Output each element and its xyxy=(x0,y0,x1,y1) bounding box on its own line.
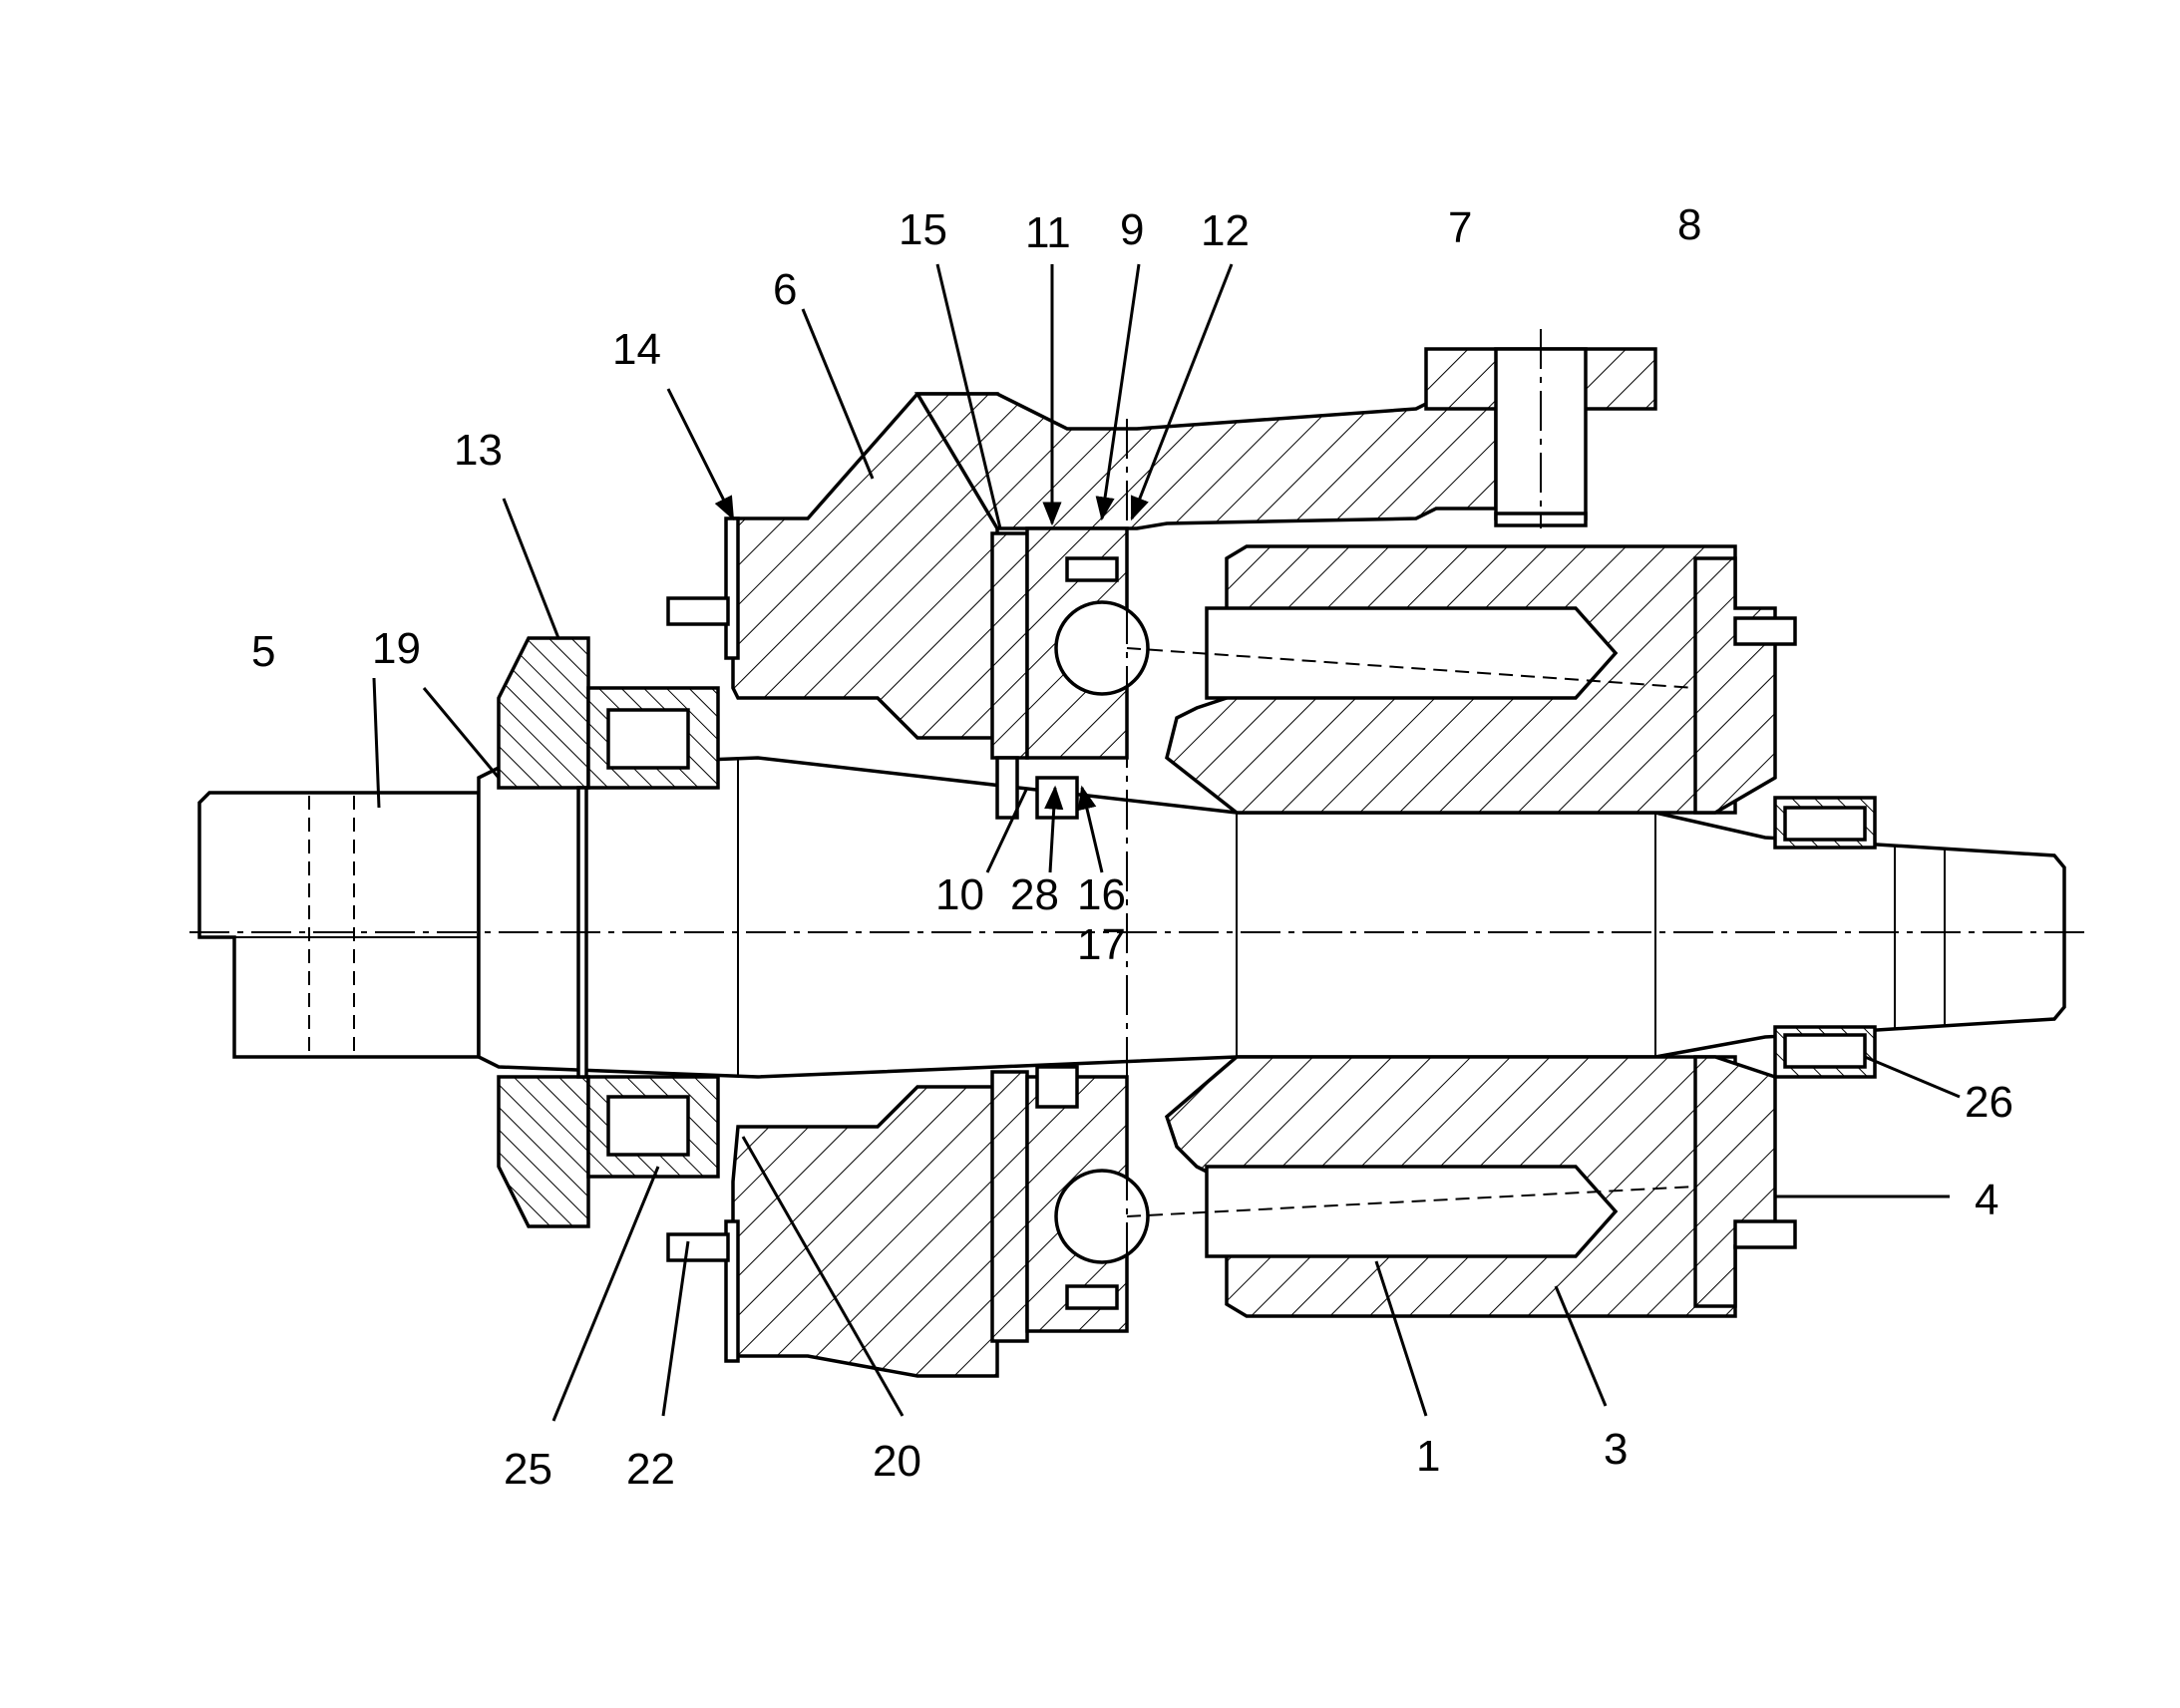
housing-top-arm xyxy=(913,347,1657,530)
callout-20: 20 xyxy=(873,1437,921,1486)
callout-5: 5 xyxy=(251,627,275,676)
callout-22: 22 xyxy=(626,1445,675,1494)
callout-10: 10 xyxy=(935,870,984,919)
callout-19: 19 xyxy=(372,624,421,673)
pistons xyxy=(1126,606,1696,1258)
callout-8: 8 xyxy=(1677,200,1701,249)
callout-1: 1 xyxy=(1416,1432,1440,1481)
leader-lines xyxy=(372,263,1961,1422)
front-seal-carrier xyxy=(497,636,590,1228)
callout-15: 15 xyxy=(899,205,947,254)
callout-6: 6 xyxy=(773,265,797,314)
callout-7: 7 xyxy=(1448,203,1472,252)
callout-11: 11 xyxy=(1025,208,1071,257)
callout-17: 17 xyxy=(1077,920,1126,969)
callout-26: 26 xyxy=(1965,1078,2013,1127)
rear-cover xyxy=(1693,556,1797,1308)
front-bearing xyxy=(586,686,720,1179)
callout-25: 25 xyxy=(504,1445,552,1494)
center-lines xyxy=(189,329,2084,1326)
piston-ball-joints xyxy=(1054,600,1150,1264)
housing-flange xyxy=(666,392,999,1378)
callout-12: 12 xyxy=(1201,206,1250,255)
callout-4: 4 xyxy=(1975,1176,1998,1224)
callout-14: 14 xyxy=(612,325,661,374)
callout-13: 13 xyxy=(454,426,503,475)
callout-16: 16 xyxy=(1077,870,1126,919)
callout-9: 9 xyxy=(1120,205,1144,254)
callout-3: 3 xyxy=(1604,1425,1628,1474)
rear-bearing xyxy=(1773,796,1877,1079)
callout-labels: 1 3 4 5 6 7 8 9 10 11 12 13 14 15 16 17 … xyxy=(251,200,2013,1494)
callout-28: 28 xyxy=(1010,870,1059,919)
port-plate xyxy=(990,531,1029,1343)
